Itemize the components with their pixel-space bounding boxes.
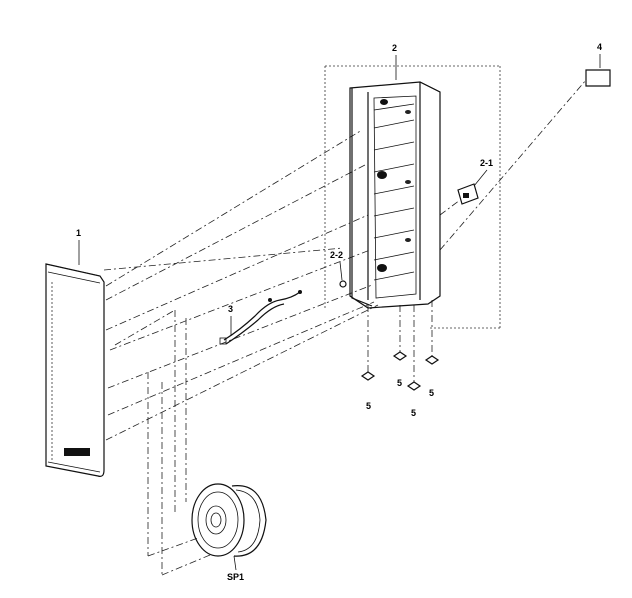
terminal-plate xyxy=(457,183,479,205)
cabinet-shelves xyxy=(373,103,415,281)
cabinet-screw xyxy=(339,280,347,288)
label-part-5-a: 5 xyxy=(366,401,371,411)
label-part-2: 2 xyxy=(392,43,397,53)
label-part-5-d: 5 xyxy=(429,388,434,398)
label-part-5-b: 5 xyxy=(397,378,402,388)
label-plate xyxy=(585,69,611,87)
label-part-5-c: 5 xyxy=(411,408,416,418)
front-grille xyxy=(45,263,105,477)
wire-harness xyxy=(219,290,302,345)
speaker-cabinet xyxy=(349,81,441,309)
cabinet-feet xyxy=(360,351,440,391)
label-part-sp1: SP1 xyxy=(227,572,244,582)
label-part-2-2: 2-2 xyxy=(330,250,343,260)
grille-logo-badge xyxy=(64,448,90,456)
label-part-2-1: 2-1 xyxy=(480,158,493,168)
label-part-3: 3 xyxy=(228,304,233,314)
part-labels: 1 2 2-1 2-2 3 4 5 5 5 5 SP1 xyxy=(76,42,602,582)
label-part-1: 1 xyxy=(76,228,81,238)
label-part-4: 4 xyxy=(597,42,602,52)
projection-lines xyxy=(103,65,587,576)
woofer-speaker xyxy=(191,483,267,557)
